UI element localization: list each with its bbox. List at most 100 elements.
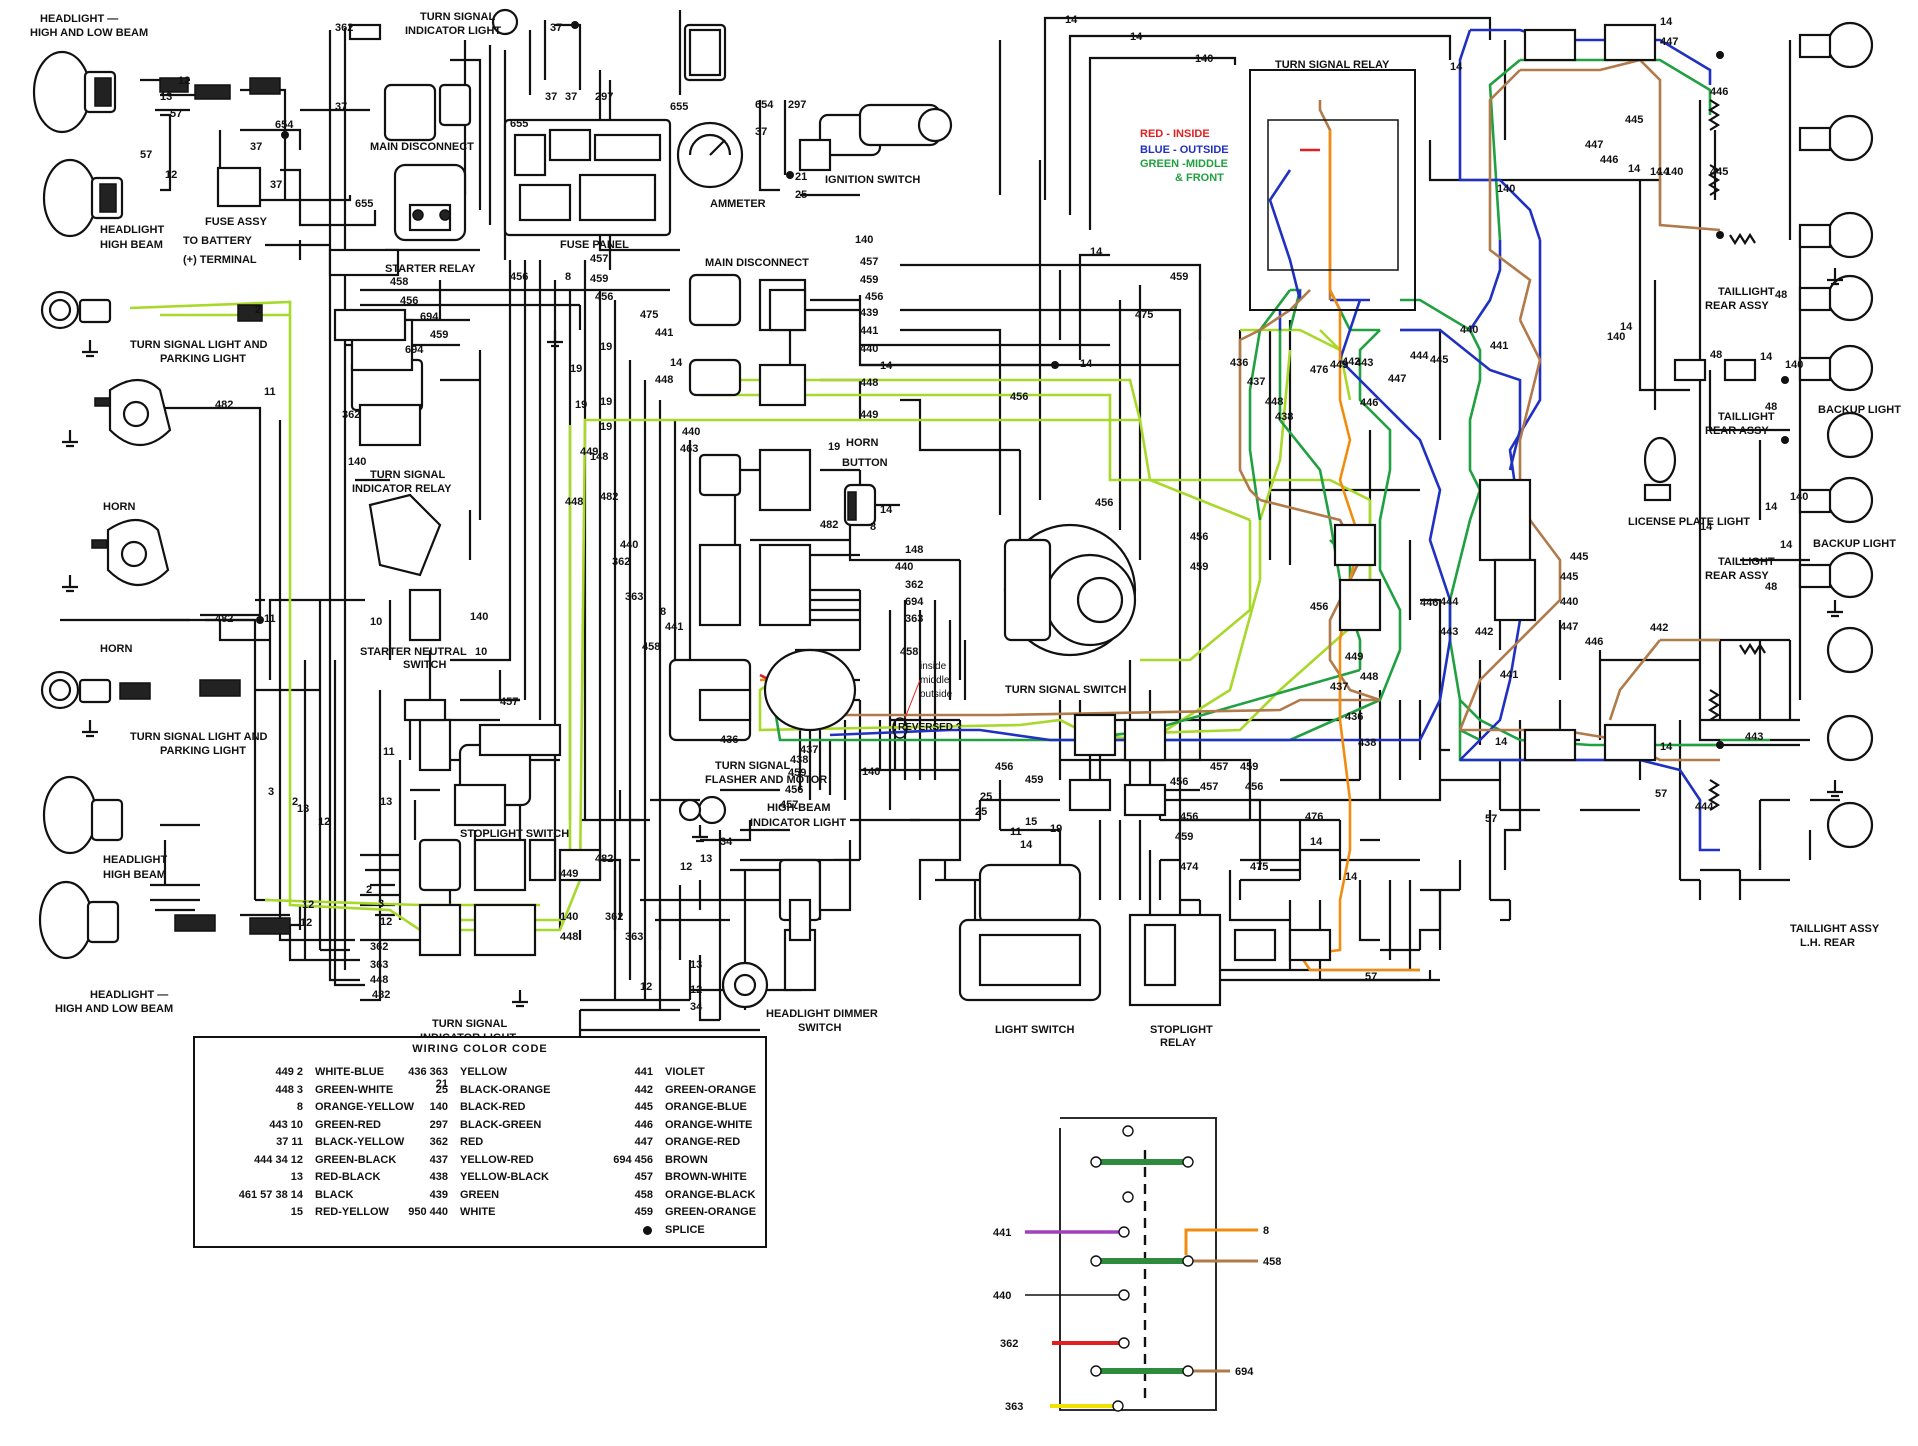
svg-text:19: 19 xyxy=(1050,823,1062,835)
legend-code: 362 xyxy=(429,1136,448,1148)
splices xyxy=(256,21,1789,749)
svg-text:459: 459 xyxy=(1190,561,1208,573)
headlight-hi-lo-top-label: HEADLIGHT — xyxy=(40,13,118,25)
svg-text:14: 14 xyxy=(1780,539,1793,551)
taillight-2 xyxy=(1798,114,1874,162)
outside-label: outside xyxy=(920,689,953,700)
dimmer-label-2: SWITCH xyxy=(798,1022,841,1034)
headlight-hi-lo-top-label-2: HIGH AND LOW BEAM xyxy=(30,27,148,39)
svg-text:362: 362 xyxy=(605,911,623,923)
legend-code: 15 xyxy=(290,1206,303,1218)
svg-text:37: 37 xyxy=(335,101,347,113)
svg-text:2: 2 xyxy=(255,304,261,316)
svg-text:37: 37 xyxy=(550,22,562,34)
inset-switch-diagram: 441 440 362 363 8 458 694 xyxy=(993,1117,1281,1413)
svg-text:15: 15 xyxy=(1025,816,1037,828)
svg-text:14: 14 xyxy=(1650,166,1663,178)
inset-458: 458 xyxy=(1263,1256,1281,1268)
turn-park-bot-label: TURN SIGNAL LIGHT AND xyxy=(130,731,268,743)
stoplight-relay xyxy=(1128,913,1332,1007)
svg-text:11: 11 xyxy=(264,386,276,398)
svg-text:456: 456 xyxy=(995,761,1013,773)
svg-text:456: 456 xyxy=(1170,776,1188,788)
turn-signal-relay-label: TURN SIGNAL RELAY xyxy=(1275,59,1390,71)
legend-color-name: BLACK-ORANGE xyxy=(460,1083,551,1096)
svg-text:446: 446 xyxy=(1360,397,1378,409)
turn-ind-relay-label: TURN SIGNAL xyxy=(370,469,445,481)
svg-text:457: 457 xyxy=(500,696,518,708)
svg-text:458: 458 xyxy=(900,646,918,658)
color-note-red: RED - INSIDE xyxy=(1140,128,1210,140)
legend-color-name: GREEN-ORANGE xyxy=(665,1206,757,1218)
headlight-hilo-bot-label-2: HIGH AND LOW BEAM xyxy=(55,1003,173,1015)
svg-text:459: 459 xyxy=(1170,271,1188,283)
inset-441: 441 xyxy=(993,1227,1011,1239)
svg-text:449: 449 xyxy=(560,868,578,880)
turn-signal-flasher xyxy=(668,648,857,742)
svg-text:459: 459 xyxy=(860,274,878,286)
inside-label: inside xyxy=(920,661,947,672)
svg-text:442: 442 xyxy=(1475,626,1493,638)
legend-color-name: YELLOW-BLACK xyxy=(460,1171,549,1183)
svg-text:475: 475 xyxy=(640,309,658,321)
legend-color-name: BLACK-YELLOW xyxy=(315,1136,405,1148)
svg-text:14: 14 xyxy=(1765,501,1778,513)
stoplight-relay-label-2: RELAY xyxy=(1160,1037,1197,1049)
svg-text:14: 14 xyxy=(880,360,893,372)
svg-text:25: 25 xyxy=(980,791,992,803)
svg-text:25: 25 xyxy=(795,189,807,201)
backup-light-2 xyxy=(1798,476,1874,524)
svg-text:19: 19 xyxy=(828,441,840,453)
main-disconnect-mid-label: MAIN DISCONNECT xyxy=(705,257,809,269)
legend-code: 694 456 xyxy=(613,1153,653,1166)
svg-text:14: 14 xyxy=(670,357,683,369)
svg-text:459: 459 xyxy=(1025,774,1043,786)
svg-text:362: 362 xyxy=(370,941,388,953)
svg-text:654: 654 xyxy=(275,119,294,131)
svg-text:655: 655 xyxy=(510,118,528,130)
svg-text:445: 445 xyxy=(1560,571,1578,583)
svg-text:456: 456 xyxy=(400,295,418,307)
svg-text:25: 25 xyxy=(975,806,987,818)
svg-text:14: 14 xyxy=(1130,31,1143,43)
svg-text:459: 459 xyxy=(430,329,448,341)
flasher-label: TURN SIGNAL xyxy=(715,760,790,772)
color-note-green: GREEN -MIDDLE xyxy=(1140,158,1228,170)
svg-text:458: 458 xyxy=(390,276,408,288)
svg-text:457: 457 xyxy=(780,799,798,811)
headlight-hi-top-label-2: HIGH BEAM xyxy=(100,239,163,251)
horn-2-label: HORN xyxy=(100,643,132,655)
svg-text:447: 447 xyxy=(1560,621,1578,633)
legend-color-name: RED-YELLOW xyxy=(315,1206,389,1218)
taillight-rear-1-label: TAILLIGHT xyxy=(1718,286,1775,298)
svg-text:482: 482 xyxy=(215,399,233,411)
svg-text:441: 441 xyxy=(860,325,878,337)
svg-text:445: 445 xyxy=(1710,166,1728,178)
svg-text:446: 446 xyxy=(1710,86,1728,98)
svg-text:140: 140 xyxy=(348,456,366,468)
legend-color-name: ORANGE-RED xyxy=(665,1136,741,1148)
svg-text:19: 19 xyxy=(600,396,612,408)
legend-code: 436 363 21 xyxy=(408,1066,448,1090)
svg-text:438: 438 xyxy=(790,754,808,766)
legend-code: 443 10 xyxy=(269,1118,303,1131)
svg-text:48: 48 xyxy=(1775,289,1787,301)
color-note-blue: BLUE - OUTSIDE xyxy=(1140,144,1229,156)
svg-text:441: 441 xyxy=(665,621,683,633)
svg-text:48: 48 xyxy=(1710,349,1722,361)
inset-8: 8 xyxy=(1263,1225,1269,1237)
svg-text:140: 140 xyxy=(1665,166,1683,178)
svg-text:57: 57 xyxy=(1655,788,1667,800)
backup-1-label: BACKUP LIGHT xyxy=(1818,404,1901,416)
svg-text:140: 140 xyxy=(1497,183,1515,195)
svg-text:436: 436 xyxy=(1230,357,1248,369)
svg-text:445: 445 xyxy=(1570,551,1588,563)
starter-neutral-switch xyxy=(368,493,442,642)
svg-text:442: 442 xyxy=(1650,622,1668,634)
svg-text:440: 440 xyxy=(895,561,913,573)
backup-2-label: BACKUP LIGHT xyxy=(1813,538,1896,550)
svg-text:437: 437 xyxy=(1330,681,1348,693)
turn-park-top-label-2: PARKING LIGHT xyxy=(160,353,246,365)
light-switch-label: LIGHT SWITCH xyxy=(995,1024,1074,1036)
